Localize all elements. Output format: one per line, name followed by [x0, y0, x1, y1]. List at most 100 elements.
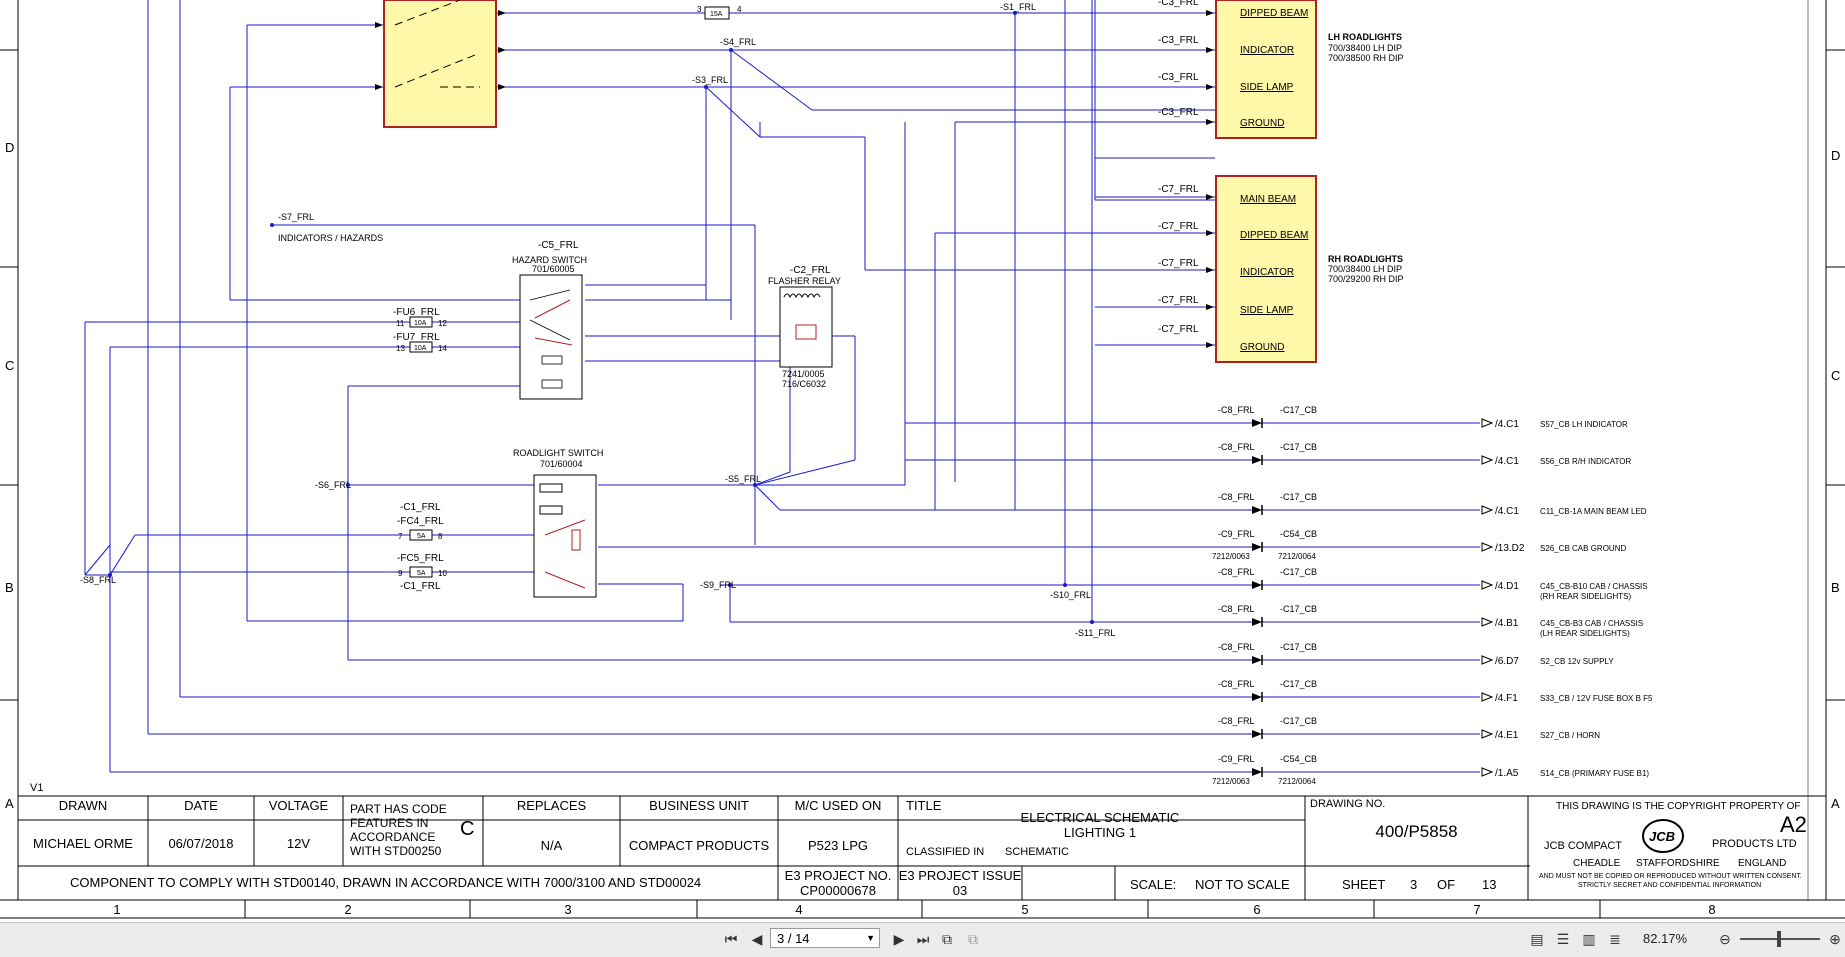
connector-description: S33_CB / 12V FUSE BOX B F5 — [1540, 694, 1653, 703]
svg-text:HAZARD SWITCH: HAZARD SWITCH — [512, 255, 587, 265]
sheet-size: A2 — [1780, 812, 1807, 837]
connector-pin-icon — [1252, 506, 1262, 514]
offpage-reference: /6.D7 — [1495, 656, 1519, 667]
page-dropdown-icon[interactable]: ▼ — [866, 933, 875, 943]
roadlight-switch: ROADLIGHT SWITCH 701/60004 — [513, 448, 603, 598]
first-page-button[interactable]: ⏮ — [724, 930, 738, 947]
address-2: STAFFORDSHIRE — [1636, 858, 1720, 869]
offpage-reference: /4.B1 — [1495, 618, 1519, 629]
connector-part-right: 7212/0064 — [1278, 777, 1316, 786]
node-s5: -S5_FRL — [725, 474, 761, 484]
offpage-reference: /4.E1 — [1495, 730, 1519, 741]
of-header: OF — [1437, 877, 1456, 892]
previous-page-button[interactable]: ◀ — [751, 930, 763, 947]
offpage-reference: /4.C1 — [1495, 419, 1519, 430]
svg-text:8: 8 — [438, 532, 443, 541]
row-label-c-left: C — [5, 358, 14, 373]
svg-text:-C1_FRL: -C1_FRL — [400, 502, 441, 513]
connector-c2-ref: -C54_CB — [1280, 754, 1317, 764]
row-label-c-right: C — [1831, 368, 1840, 383]
zoom-in-icon[interactable]: ⊕ — [1829, 930, 1841, 947]
connector-c1-ref: -C9_FRL — [1218, 754, 1255, 764]
svg-text:11: 11 — [396, 319, 405, 328]
row-label-a-left: A — [5, 796, 14, 811]
replaces-header: REPLACES — [516, 798, 587, 813]
drawing-no-value: 400/P5858 — [1375, 822, 1458, 841]
connector-description: C45_CB-B10 CAB / CHASSIS — [1540, 582, 1648, 591]
rotate-view-icon[interactable]: ⧉ — [942, 930, 952, 947]
next-page-button[interactable]: ▶ — [893, 930, 905, 947]
rh-roadlights-title: RH ROADLIGHTS — [1328, 254, 1403, 264]
offpage-arrow-icon — [1481, 580, 1494, 590]
lh-dipped-beam-label: DIPPED BEAM — [1240, 8, 1308, 19]
rh-part-1: 700/38400 LH DIP — [1328, 264, 1402, 274]
connector-c2-ref: -C54_CB — [1280, 529, 1317, 539]
lh-ground-label: GROUND — [1240, 118, 1284, 129]
zoom-slider-thumb[interactable] — [1777, 931, 1781, 947]
e3-project-no-value: CP00000678 — [800, 883, 876, 898]
jcb-logo: JCB — [1642, 819, 1684, 853]
rh-side-lamp-label: SIDE LAMP — [1240, 305, 1294, 316]
two-page-view-icon[interactable]: ▥ — [1582, 930, 1596, 947]
drawing-no-header: DRAWING NO. — [1310, 798, 1386, 810]
svg-text:-C2_FRL: -C2_FRL — [790, 265, 831, 276]
connector-description: S57_CB LH INDICATOR — [1540, 420, 1628, 429]
offpage-reference: /4.D1 — [1495, 581, 1519, 592]
mc-used-value: P523 LPG — [808, 838, 868, 853]
svg-text:-C5_FRL: -C5_FRL — [538, 240, 579, 251]
svg-text:FLASHER RELAY: FLASHER RELAY — [768, 276, 841, 286]
node-s3: -S3_FRL — [692, 75, 728, 85]
connector-part-right: 7212/0064 — [1278, 552, 1316, 561]
rh-conn-4: -C7_FRL — [1158, 295, 1199, 306]
rh-indicator-label: INDICATOR — [1240, 267, 1294, 278]
scale-value: NOT TO SCALE — [1195, 877, 1290, 892]
continuous-view-icon[interactable]: ☰ — [1556, 930, 1570, 947]
copyright-line: THIS DRAWING IS THE COPYRIGHT PROPERTY O… — [1556, 801, 1801, 812]
title-header: TITLE — [906, 798, 942, 813]
col-label-4: 4 — [795, 902, 802, 917]
rh-dipped-beam-label: DIPPED BEAM — [1240, 230, 1308, 241]
lh-conn-2: -C3_FRL — [1158, 35, 1199, 46]
col-label-6: 6 — [1253, 902, 1260, 917]
offpage-reference: /4.F1 — [1495, 693, 1518, 704]
connector-c2-ref: -C17_CB — [1280, 567, 1317, 577]
of-value: 13 — [1482, 877, 1497, 892]
e3-issue-header: E3 PROJECT ISSUE — [898, 868, 1022, 883]
last-page-button[interactable]: ⏭ — [916, 930, 930, 947]
classified-header: CLASSIFIED IN — [906, 846, 985, 858]
connector-c2-ref: -C17_CB — [1280, 604, 1317, 614]
connector-pin-icon — [1252, 419, 1262, 427]
svg-text:-FC4_FRL: -FC4_FRL — [397, 516, 444, 527]
connector-c1-ref: -C8_FRL — [1218, 642, 1255, 652]
svg-text:ROADLIGHT SWITCH: ROADLIGHT SWITCH — [513, 448, 603, 458]
zoom-out-icon[interactable]: ⊖ — [1719, 930, 1731, 947]
col-label-3: 3 — [564, 902, 571, 917]
scroll-view-icon[interactable]: ≣ — [1609, 930, 1621, 947]
connector-c1-ref: -C8_FRL — [1218, 405, 1255, 415]
node-s1: -S1_FRL — [1000, 2, 1036, 12]
svg-text:-FC5_FRL: -FC5_FRL — [397, 553, 444, 564]
lh-side-lamp-label: SIDE LAMP — [1240, 82, 1294, 93]
connector-pin-icon — [1252, 618, 1262, 626]
page-number-input[interactable]: 3 / 14 ▼ — [770, 928, 880, 948]
connector-description-2: (LH REAR SIDELIGHTS) — [1540, 629, 1630, 638]
title-line-1: ELECTRICAL SCHEMATIC — [1020, 810, 1180, 825]
copy-view-icon[interactable]: ⧉ — [968, 930, 978, 947]
lh-roadlights-box — [1215, 0, 1317, 139]
hazard-switch: -C5_FRL HAZARD SWITCH 701/60005 — [512, 240, 587, 400]
voltage-value: 12V — [286, 836, 311, 851]
address-1: CHEADLE — [1573, 858, 1621, 869]
offpage-arrow-icon — [1481, 455, 1494, 465]
address-3: ENGLAND — [1738, 858, 1787, 869]
mc-used-header: M/C USED ON — [794, 798, 882, 813]
rh-part-2: 700/29200 RH DIP — [1328, 274, 1404, 284]
single-page-view-icon[interactable]: ▤ — [1530, 930, 1544, 947]
title-line-2: LIGHTING 1 — [1063, 825, 1137, 840]
offpage-arrow-icon — [1481, 729, 1494, 739]
zoom-level[interactable]: 82.17% — [1643, 931, 1688, 946]
replaces-value: N/A — [540, 838, 563, 853]
svg-text:10A: 10A — [414, 345, 427, 352]
node-s6: -S6_FRL — [315, 480, 351, 490]
lh-conn-3: -C3_FRL — [1158, 72, 1199, 83]
connector-c1-ref: -C8_FRL — [1218, 442, 1255, 452]
